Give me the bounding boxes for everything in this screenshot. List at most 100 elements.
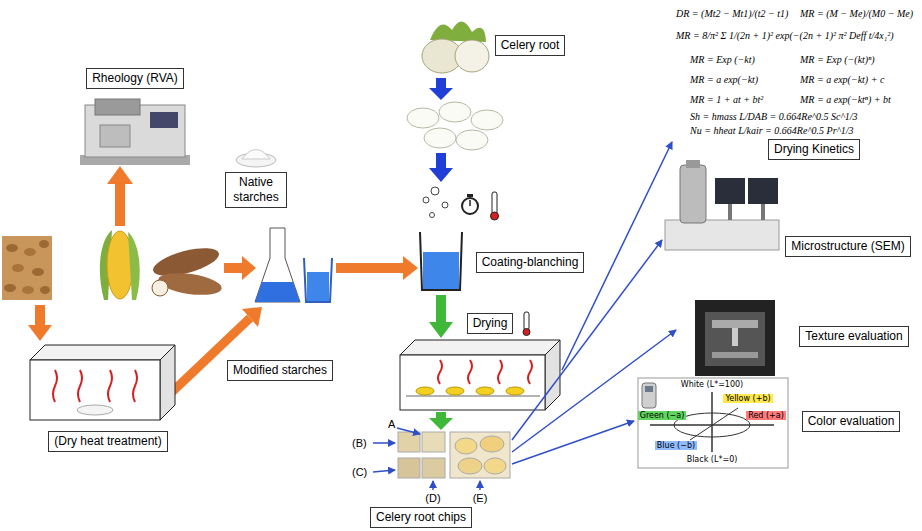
starch-powder xyxy=(242,150,270,160)
dryer xyxy=(406,396,540,397)
equation: MR = Exp (−(kt)ⁿ) xyxy=(800,54,875,66)
dry-heat-oven xyxy=(53,370,57,402)
sem-instrument xyxy=(761,204,765,220)
bubbles xyxy=(442,202,448,208)
thermometer-icon xyxy=(492,192,497,214)
stopwatch-icon xyxy=(469,200,471,206)
label-box: Microstructure (SEM) xyxy=(785,236,910,257)
axis-label: Red (+a) xyxy=(746,411,786,420)
celery-slices xyxy=(439,102,471,122)
flow-arrow xyxy=(28,325,52,341)
flow-arrow xyxy=(115,182,125,226)
rva-instrument xyxy=(80,99,190,165)
flow-arrow xyxy=(429,322,453,338)
flow-arrow xyxy=(403,256,418,280)
sem-instrument xyxy=(715,178,745,204)
sem-instrument xyxy=(680,165,706,223)
dry-heat-oven xyxy=(30,360,160,420)
chip-photo xyxy=(422,432,445,452)
pointer-arrow xyxy=(373,470,395,472)
texture-analyzer xyxy=(732,328,738,346)
label-box: Texture evaluation xyxy=(799,326,908,347)
equation: MR = 1 + at + bt² xyxy=(690,94,763,106)
beaker xyxy=(304,258,332,302)
dry-heat-oven xyxy=(30,345,175,360)
pointer-arrow xyxy=(479,481,481,490)
axis-label: Black (L*=0) xyxy=(685,455,740,464)
box-text: Drying Kinetics xyxy=(774,142,854,157)
thermometer-icon xyxy=(524,312,529,330)
chip-photo xyxy=(484,458,506,474)
callout-letter: (B) xyxy=(352,437,367,450)
celery-slices xyxy=(424,128,456,148)
color-chart xyxy=(642,383,656,408)
dryer xyxy=(400,355,545,410)
box-text: Native starches xyxy=(231,175,281,205)
beaker xyxy=(423,252,459,289)
beaker xyxy=(307,272,329,301)
callout-letter: (D) xyxy=(425,492,440,505)
label-box: Coating-blanching xyxy=(476,252,585,273)
box-text: Celery root xyxy=(501,38,560,53)
starch-powder xyxy=(236,150,276,168)
box-text: Color evaluation xyxy=(808,414,895,429)
equation: MR = a exp(−kt) + c xyxy=(800,74,884,86)
bubbles xyxy=(431,187,439,195)
pointer-arrow xyxy=(432,481,434,490)
dryer xyxy=(400,340,560,355)
dryer xyxy=(468,360,472,384)
callout-letter: (E) xyxy=(473,492,488,505)
dryer xyxy=(438,360,442,384)
dryer xyxy=(446,387,464,395)
flow-arrow xyxy=(429,168,453,182)
flask xyxy=(255,228,300,302)
flow-arrow xyxy=(107,166,133,184)
texture-analyzer xyxy=(705,312,765,366)
bubbles xyxy=(423,187,448,218)
texture-analyzer xyxy=(695,300,775,376)
flow-arrow xyxy=(436,295,446,322)
flow-arrow xyxy=(107,166,133,226)
dryer xyxy=(528,360,532,384)
beaker xyxy=(420,232,462,290)
equation: Nu = hheat L/kair = 0.664Re^0.5 Pr^1/3 xyxy=(690,125,854,137)
flow-arrow xyxy=(429,418,453,430)
bubbles xyxy=(423,197,429,203)
flow-arrow xyxy=(172,318,250,392)
label-box: Native starches xyxy=(225,172,287,208)
wheat-grains xyxy=(39,240,49,248)
cassava-root xyxy=(150,243,223,299)
flow-arrow xyxy=(242,256,256,280)
celery-slices xyxy=(456,130,488,150)
wheat-grains xyxy=(2,236,52,300)
chip-photo xyxy=(455,438,477,454)
dry-heat-oven xyxy=(30,345,175,420)
dry-heat-oven xyxy=(78,370,82,402)
celery-slices xyxy=(407,102,503,150)
box-text: Celery root chips xyxy=(376,510,466,525)
label-box: Color evaluation xyxy=(802,411,901,432)
dry-heat-oven xyxy=(160,345,175,420)
rva-instrument xyxy=(95,99,140,115)
box-text: Rheology (RVA) xyxy=(92,71,178,86)
bubbles xyxy=(430,213,435,218)
sem-instrument xyxy=(665,220,779,250)
axis-label: Blue (−b) xyxy=(655,441,697,450)
dryer xyxy=(476,387,494,395)
celery-slices xyxy=(471,110,503,130)
beaker xyxy=(304,258,332,302)
chip-photo xyxy=(398,432,510,478)
flask xyxy=(255,228,300,302)
pointer-arrow xyxy=(373,428,480,490)
wheat-grains xyxy=(6,244,18,252)
flow-arrow xyxy=(436,153,446,168)
equation: MR = (M − Me)/(M0 − Me) xyxy=(800,8,913,20)
texture-analyzer xyxy=(695,300,775,376)
dry-heat-oven xyxy=(77,405,113,415)
equation: MR = a exp(−ktⁿ) + bt xyxy=(800,94,891,106)
equation: MR = a exp(−kt) xyxy=(690,74,758,86)
flow-arrow xyxy=(436,78,446,88)
pointer-arrow xyxy=(373,442,395,444)
flow-arrow xyxy=(28,305,52,341)
thermometer-icon xyxy=(491,192,499,220)
